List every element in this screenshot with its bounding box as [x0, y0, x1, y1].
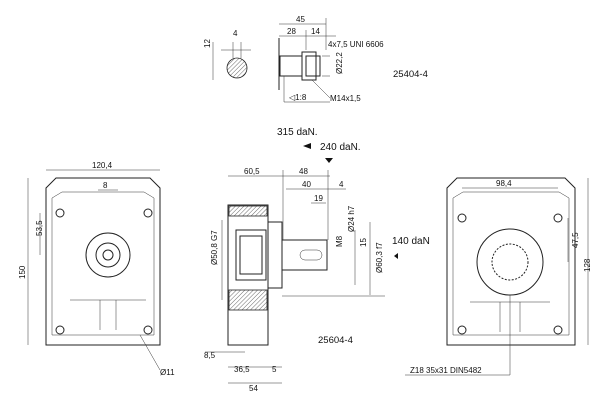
dim-hole-offset: 53,5 — [35, 220, 44, 236]
load-radial-top: 240 daN. — [320, 142, 361, 153]
thread-label: M14x1,5 — [330, 94, 361, 103]
dim-taper-length: 28 — [287, 27, 296, 36]
shaft-section — [226, 57, 248, 79]
dim-hole-diameter: Ø11 — [160, 368, 175, 377]
dim-36-5: 36,5 — [234, 365, 250, 374]
dim-shoulder: 4 — [339, 180, 344, 189]
dim-shaft-total: 48 — [299, 167, 308, 176]
dim-pilot: Ø50,8 G7 — [210, 230, 219, 265]
front-view: 120,4 8 53,5 150 Ø11 — [18, 161, 175, 377]
dim-key-width: 4 — [233, 29, 238, 38]
dim-key: 19 — [314, 194, 323, 203]
dim-shaft-dia: Ø24 h7 — [347, 205, 356, 232]
dim-5: 5 — [272, 365, 277, 374]
shaft-detail: 4 12 45 28 14 4x7,5 UNI 6606 Ø22,2 ◁1:8 … — [203, 15, 428, 103]
taper-label: ◁1:8 — [289, 93, 307, 102]
dim-54: 54 — [249, 384, 258, 393]
rear-view: 98,4 47,5 128 Z18 35x31 DIN5482 — [405, 177, 592, 376]
dim-width: 120,4 — [92, 161, 113, 170]
spline-spec: Z18 35x31 DIN5482 — [410, 366, 482, 375]
dim-8-5: 8,5 — [204, 351, 216, 360]
key-spec: 4x7,5 UNI 6606 — [328, 40, 384, 49]
dim-shaft: 40 — [302, 180, 311, 189]
dim-thread: M8 — [335, 235, 344, 247]
side-code: 25604-4 — [318, 335, 353, 346]
dim-thread-length: 14 — [311, 27, 320, 36]
dim-15: 15 — [359, 238, 368, 247]
dim-body: 60,5 — [244, 167, 260, 176]
arrow-icon — [325, 158, 333, 163]
dim-rear-width: 98,4 — [496, 179, 512, 188]
shaft-code: 25404-4 — [393, 69, 428, 80]
load-axial: 315 daN. — [277, 127, 318, 138]
dim-flange-dia: Ø60,3 f7 — [375, 242, 384, 273]
arrow-icon — [303, 143, 311, 149]
dim-overall-length: 45 — [296, 15, 305, 24]
dim-height: 150 — [18, 265, 27, 279]
dim-rear-height: 128 — [583, 258, 592, 272]
loads: 315 daN. 240 daN. 140 daN — [277, 127, 430, 259]
dim-diameter: Ø22,2 — [335, 52, 344, 74]
dim-key-height: 12 — [203, 39, 212, 48]
load-radial-side: 140 daN — [392, 236, 430, 247]
dim-hub-offset: 8 — [103, 181, 108, 190]
dim-half-height: 47,5 — [571, 232, 580, 248]
side-view: 60,5 48 40 4 19 Ø50,8 G7 Ø24 h7 M8 15 Ø6… — [204, 167, 385, 393]
arrow-icon — [394, 253, 398, 259]
